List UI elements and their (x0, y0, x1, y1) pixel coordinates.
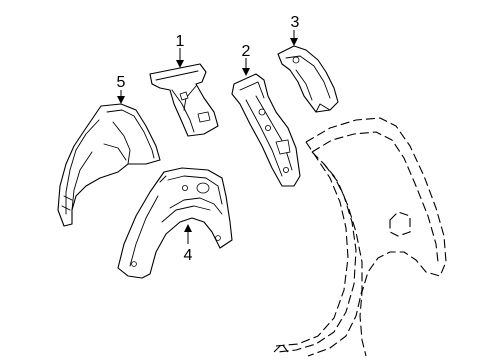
callout-5: 5 (117, 74, 126, 91)
callout-1: 1 (176, 33, 185, 50)
part-3-rear-bracket (277, 45, 339, 113)
part-4-wheelhouse-inner (117, 167, 233, 279)
part-2-pillar-reinforcement (231, 73, 301, 187)
leader-lines (117, 30, 298, 244)
part-5-wheelhouse-outer (57, 103, 161, 227)
part-1-support-bracket (149, 63, 219, 137)
quarter-panel-outline (273, 117, 447, 357)
callout-3: 3 (291, 14, 300, 31)
callout-2: 2 (242, 43, 251, 60)
callout-4: 4 (184, 247, 193, 264)
